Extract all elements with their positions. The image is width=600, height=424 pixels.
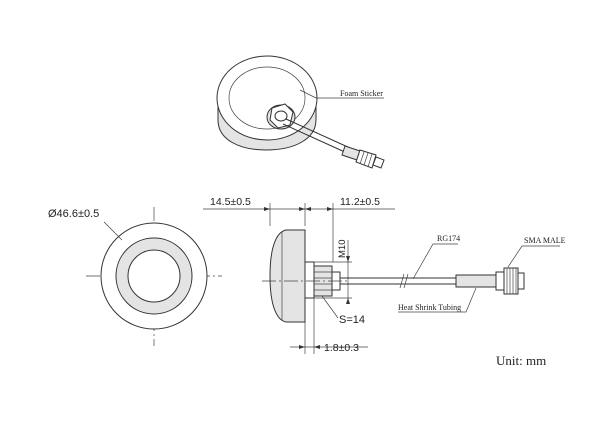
thread-dim: M10 — [337, 240, 348, 258]
connector-width-dim: 11.2±0.5 — [340, 196, 380, 208]
connector-leader — [507, 245, 560, 268]
diameter-dim: Ø46.6±0.5 — [48, 208, 99, 220]
base-thickness-dim: 1.8±0.3 — [324, 342, 359, 354]
cable-assembly — [340, 267, 525, 295]
isometric-view — [216, 55, 385, 169]
thread-dimension — [314, 240, 352, 304]
side-view — [262, 229, 350, 323]
unit-label: Unit: mm — [496, 353, 546, 368]
heat-shrink-label: Heat Shrink Tubing — [398, 303, 461, 312]
heat-shrink-leader — [398, 287, 477, 313]
connector-label: SMA MALE — [524, 236, 566, 245]
foam-sticker-label: Foam Sticker — [340, 89, 383, 98]
nut-leader — [321, 295, 339, 319]
nut-dim: S=14 — [339, 314, 365, 326]
front-view — [86, 207, 222, 346]
cable-label: RG174 — [437, 234, 460, 243]
body-width-dim: 14.5±0.5 — [210, 196, 251, 208]
width-dimensions — [203, 203, 395, 262]
base-thickness-dimension — [290, 298, 368, 354]
cable-leader — [412, 243, 458, 280]
